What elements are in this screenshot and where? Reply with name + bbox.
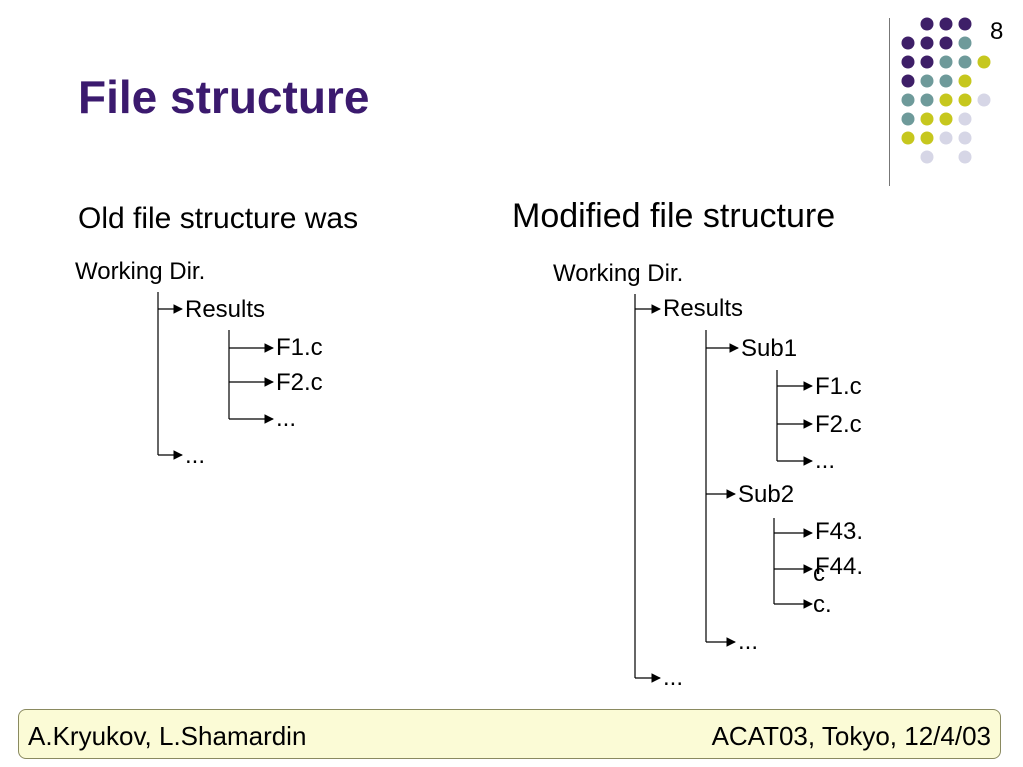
right-sub1-label: Sub1 [741, 335, 798, 362]
footer-conference: ACAT03, Tokyo, 12/4/03 [711, 721, 991, 751]
right-results-label: Results [663, 295, 744, 322]
right-root-label: Working Dir. [553, 260, 684, 287]
left-inner-ellipsis: ... [276, 405, 297, 432]
decor-dot [920, 36, 934, 50]
decor-dot [958, 17, 972, 31]
decor-dot [901, 55, 915, 69]
slide-title: File structure [78, 71, 370, 123]
right-sub1-f1-label: F1.c [815, 373, 862, 400]
decor-dot [958, 74, 972, 88]
decor-dot [920, 17, 934, 31]
decor-dot [939, 93, 953, 107]
decor-dot [920, 112, 934, 126]
decor-dot [939, 74, 953, 88]
left-outer-ellipsis: ... [185, 442, 206, 469]
decor-dot [958, 112, 972, 126]
right-root-ellipsis: ... [663, 664, 684, 691]
tree-connectors [157, 292, 813, 683]
decor-dot [939, 17, 953, 31]
left-root-label: Working Dir. [75, 258, 206, 285]
decor-dot [920, 150, 934, 164]
right-f43-label-part1: F43. [815, 518, 864, 545]
decor-dot [901, 74, 915, 88]
decor-dot [920, 55, 934, 69]
decor-dot [939, 112, 953, 126]
divider-line [889, 18, 890, 186]
left-results-label: Results [185, 296, 266, 323]
decor-dot [901, 36, 915, 50]
left-f2-label: F2.c [276, 369, 323, 396]
right-sub1-f2-label: F2.c [815, 411, 862, 438]
decor-dot [939, 131, 953, 145]
right-results-ellipsis: ... [738, 628, 759, 655]
decor-dot [920, 93, 934, 107]
decor-dot [958, 55, 972, 69]
decor-dot [958, 150, 972, 164]
decor-dot [977, 55, 991, 69]
decor-dot [901, 93, 915, 107]
decor-dot [901, 131, 915, 145]
decor-dot [901, 112, 915, 126]
decor-dot [958, 36, 972, 50]
decor-dot [958, 131, 972, 145]
right-heading: Modified file structure [512, 197, 836, 235]
decor-dot [939, 36, 953, 50]
decor-dot [977, 93, 991, 107]
footer-authors: A.Kryukov, L.Shamardin [28, 721, 307, 751]
footer-bar: A.Kryukov, L.Shamardin ACAT03, Tokyo, 12… [18, 709, 1001, 759]
dot-grid-icon [901, 17, 991, 164]
decor-dot [920, 74, 934, 88]
decor-dot [939, 55, 953, 69]
right-f44-label-part1: F44. [815, 553, 864, 580]
page-number: 8 [990, 18, 1004, 45]
right-sub1-ellipsis: ... [815, 447, 836, 474]
left-heading: Old file structure was [78, 202, 359, 235]
right-f44-label-part2: c. [813, 591, 832, 618]
decor-dot [920, 131, 934, 145]
right-sub2-label: Sub2 [738, 481, 795, 508]
right-f43-label-part2: c [813, 560, 825, 587]
decor-dot [958, 93, 972, 107]
left-f1-label: F1.c [276, 334, 323, 361]
